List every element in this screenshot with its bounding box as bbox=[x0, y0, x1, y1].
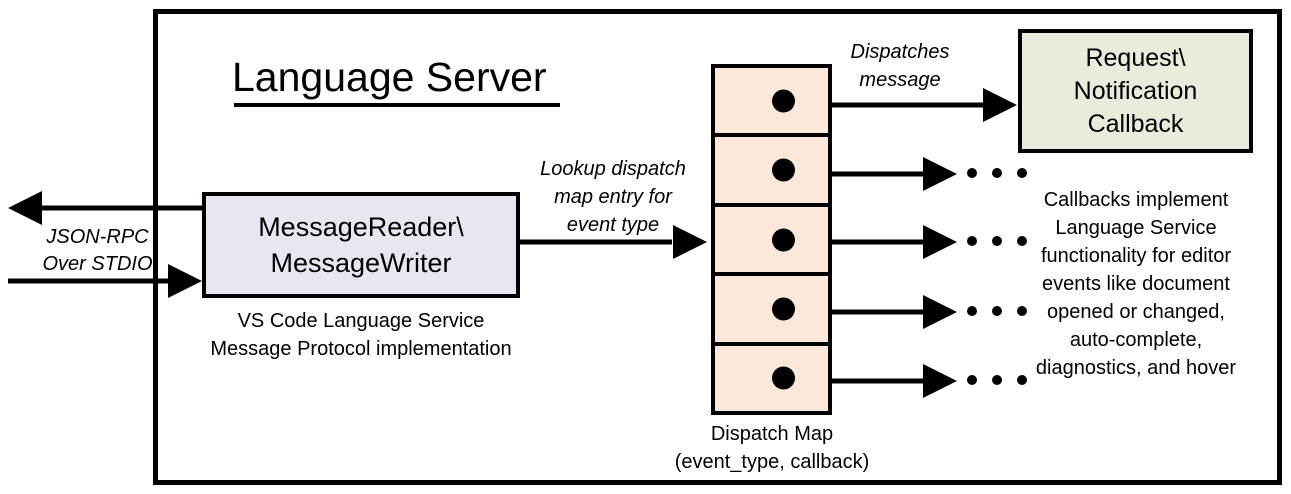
ellipsis-dot-icon bbox=[967, 236, 977, 246]
json-rpc-label: JSON-RPC Over STDIO bbox=[30, 224, 165, 278]
ellipsis-row-4 bbox=[967, 306, 1027, 316]
callback-line1: Request\ bbox=[1085, 43, 1186, 72]
message-reader-label: MessageReader\ bbox=[258, 212, 464, 242]
dispatch-caption-line1: Dispatch Map bbox=[710, 423, 834, 445]
message-caption-line2: Message Protocol implementation bbox=[210, 338, 512, 360]
ellipsis-dot-icon bbox=[1017, 306, 1027, 316]
lookup-label-line3: event type bbox=[566, 214, 660, 236]
ellipsis-dot-icon bbox=[992, 375, 1002, 385]
dispatch-map-row-4[interactable] bbox=[715, 276, 828, 346]
dispatch-map-caption: Dispatch Map (event_type, callback) bbox=[654, 420, 890, 476]
ellipsis-dot-icon bbox=[1017, 168, 1027, 178]
ellipsis-row-5 bbox=[967, 375, 1027, 385]
callback-dot-icon bbox=[772, 158, 795, 182]
ellipsis-dot-icon bbox=[992, 168, 1002, 178]
callback-dot-icon bbox=[772, 89, 795, 113]
dispatches-label-line1: Dispatches bbox=[850, 41, 950, 63]
request-notification-callback-box[interactable]: Request\ Notification Callback bbox=[1018, 29, 1253, 153]
message-reader-writer-box[interactable]: MessageReader\ MessageWriter bbox=[202, 192, 520, 298]
callback-caption-line2: Language Service bbox=[1055, 217, 1217, 239]
callback-line3: Callback bbox=[1087, 109, 1184, 138]
dispatch-map-row-3[interactable] bbox=[715, 207, 828, 277]
lookup-label-line2: map entry for bbox=[554, 186, 672, 208]
lookup-label-line1: Lookup dispatch bbox=[540, 158, 686, 180]
dispatches-message-label: Dispatches message bbox=[838, 38, 962, 94]
json-rpc-label-line2: Over STDIO bbox=[42, 253, 153, 275]
json-rpc-label-line1: JSON-RPC bbox=[46, 226, 149, 248]
callback-caption-line6: auto-complete, bbox=[1069, 329, 1203, 351]
message-reader-writer-caption: VS Code Language Service Message Protoco… bbox=[200, 307, 522, 363]
dispatch-map-row-2[interactable] bbox=[715, 137, 828, 207]
callback-dot-icon bbox=[772, 297, 795, 321]
message-caption-line1: VS Code Language Service bbox=[237, 310, 485, 332]
ellipsis-dot-icon bbox=[992, 236, 1002, 246]
ellipsis-dot-icon bbox=[1017, 375, 1027, 385]
callback-caption-line1: Callbacks implement bbox=[1043, 189, 1229, 211]
callback-dot-icon bbox=[772, 228, 795, 252]
ellipsis-dot-icon bbox=[967, 168, 977, 178]
ellipsis-dot-icon bbox=[992, 306, 1002, 316]
callback-caption-line3: functionality for editor bbox=[1040, 245, 1232, 267]
page-title-underline bbox=[234, 103, 560, 107]
page-title: Language Server bbox=[232, 54, 547, 100]
dispatches-label-line2: message bbox=[859, 69, 941, 91]
callback-caption-line7: diagnostics, and hover bbox=[1035, 357, 1237, 379]
message-writer-label: MessageWriter bbox=[270, 248, 452, 278]
ellipsis-row-3 bbox=[967, 236, 1027, 246]
callback-caption-line4: events like document bbox=[1042, 273, 1230, 295]
dispatch-caption-line2: (event_type, callback) bbox=[674, 451, 870, 473]
ellipsis-dot-icon bbox=[967, 306, 977, 316]
callback-caption: Callbacks implement Language Service fun… bbox=[1010, 186, 1262, 382]
ellipsis-row-2 bbox=[967, 168, 1027, 178]
callback-dot-icon bbox=[772, 366, 795, 390]
dispatch-map-row-5[interactable] bbox=[715, 346, 828, 411]
ellipsis-dot-icon bbox=[967, 375, 977, 385]
callback-caption-line5: opened or changed, bbox=[1047, 301, 1225, 323]
dispatch-map-table[interactable] bbox=[711, 64, 832, 415]
ellipsis-dot-icon bbox=[1017, 236, 1027, 246]
dispatch-map-row-1[interactable] bbox=[715, 68, 828, 138]
callback-line2: Notification bbox=[1073, 76, 1198, 105]
language-server-frame bbox=[153, 9, 1282, 485]
lookup-dispatch-label: Lookup dispatch map entry for event type bbox=[520, 155, 706, 239]
